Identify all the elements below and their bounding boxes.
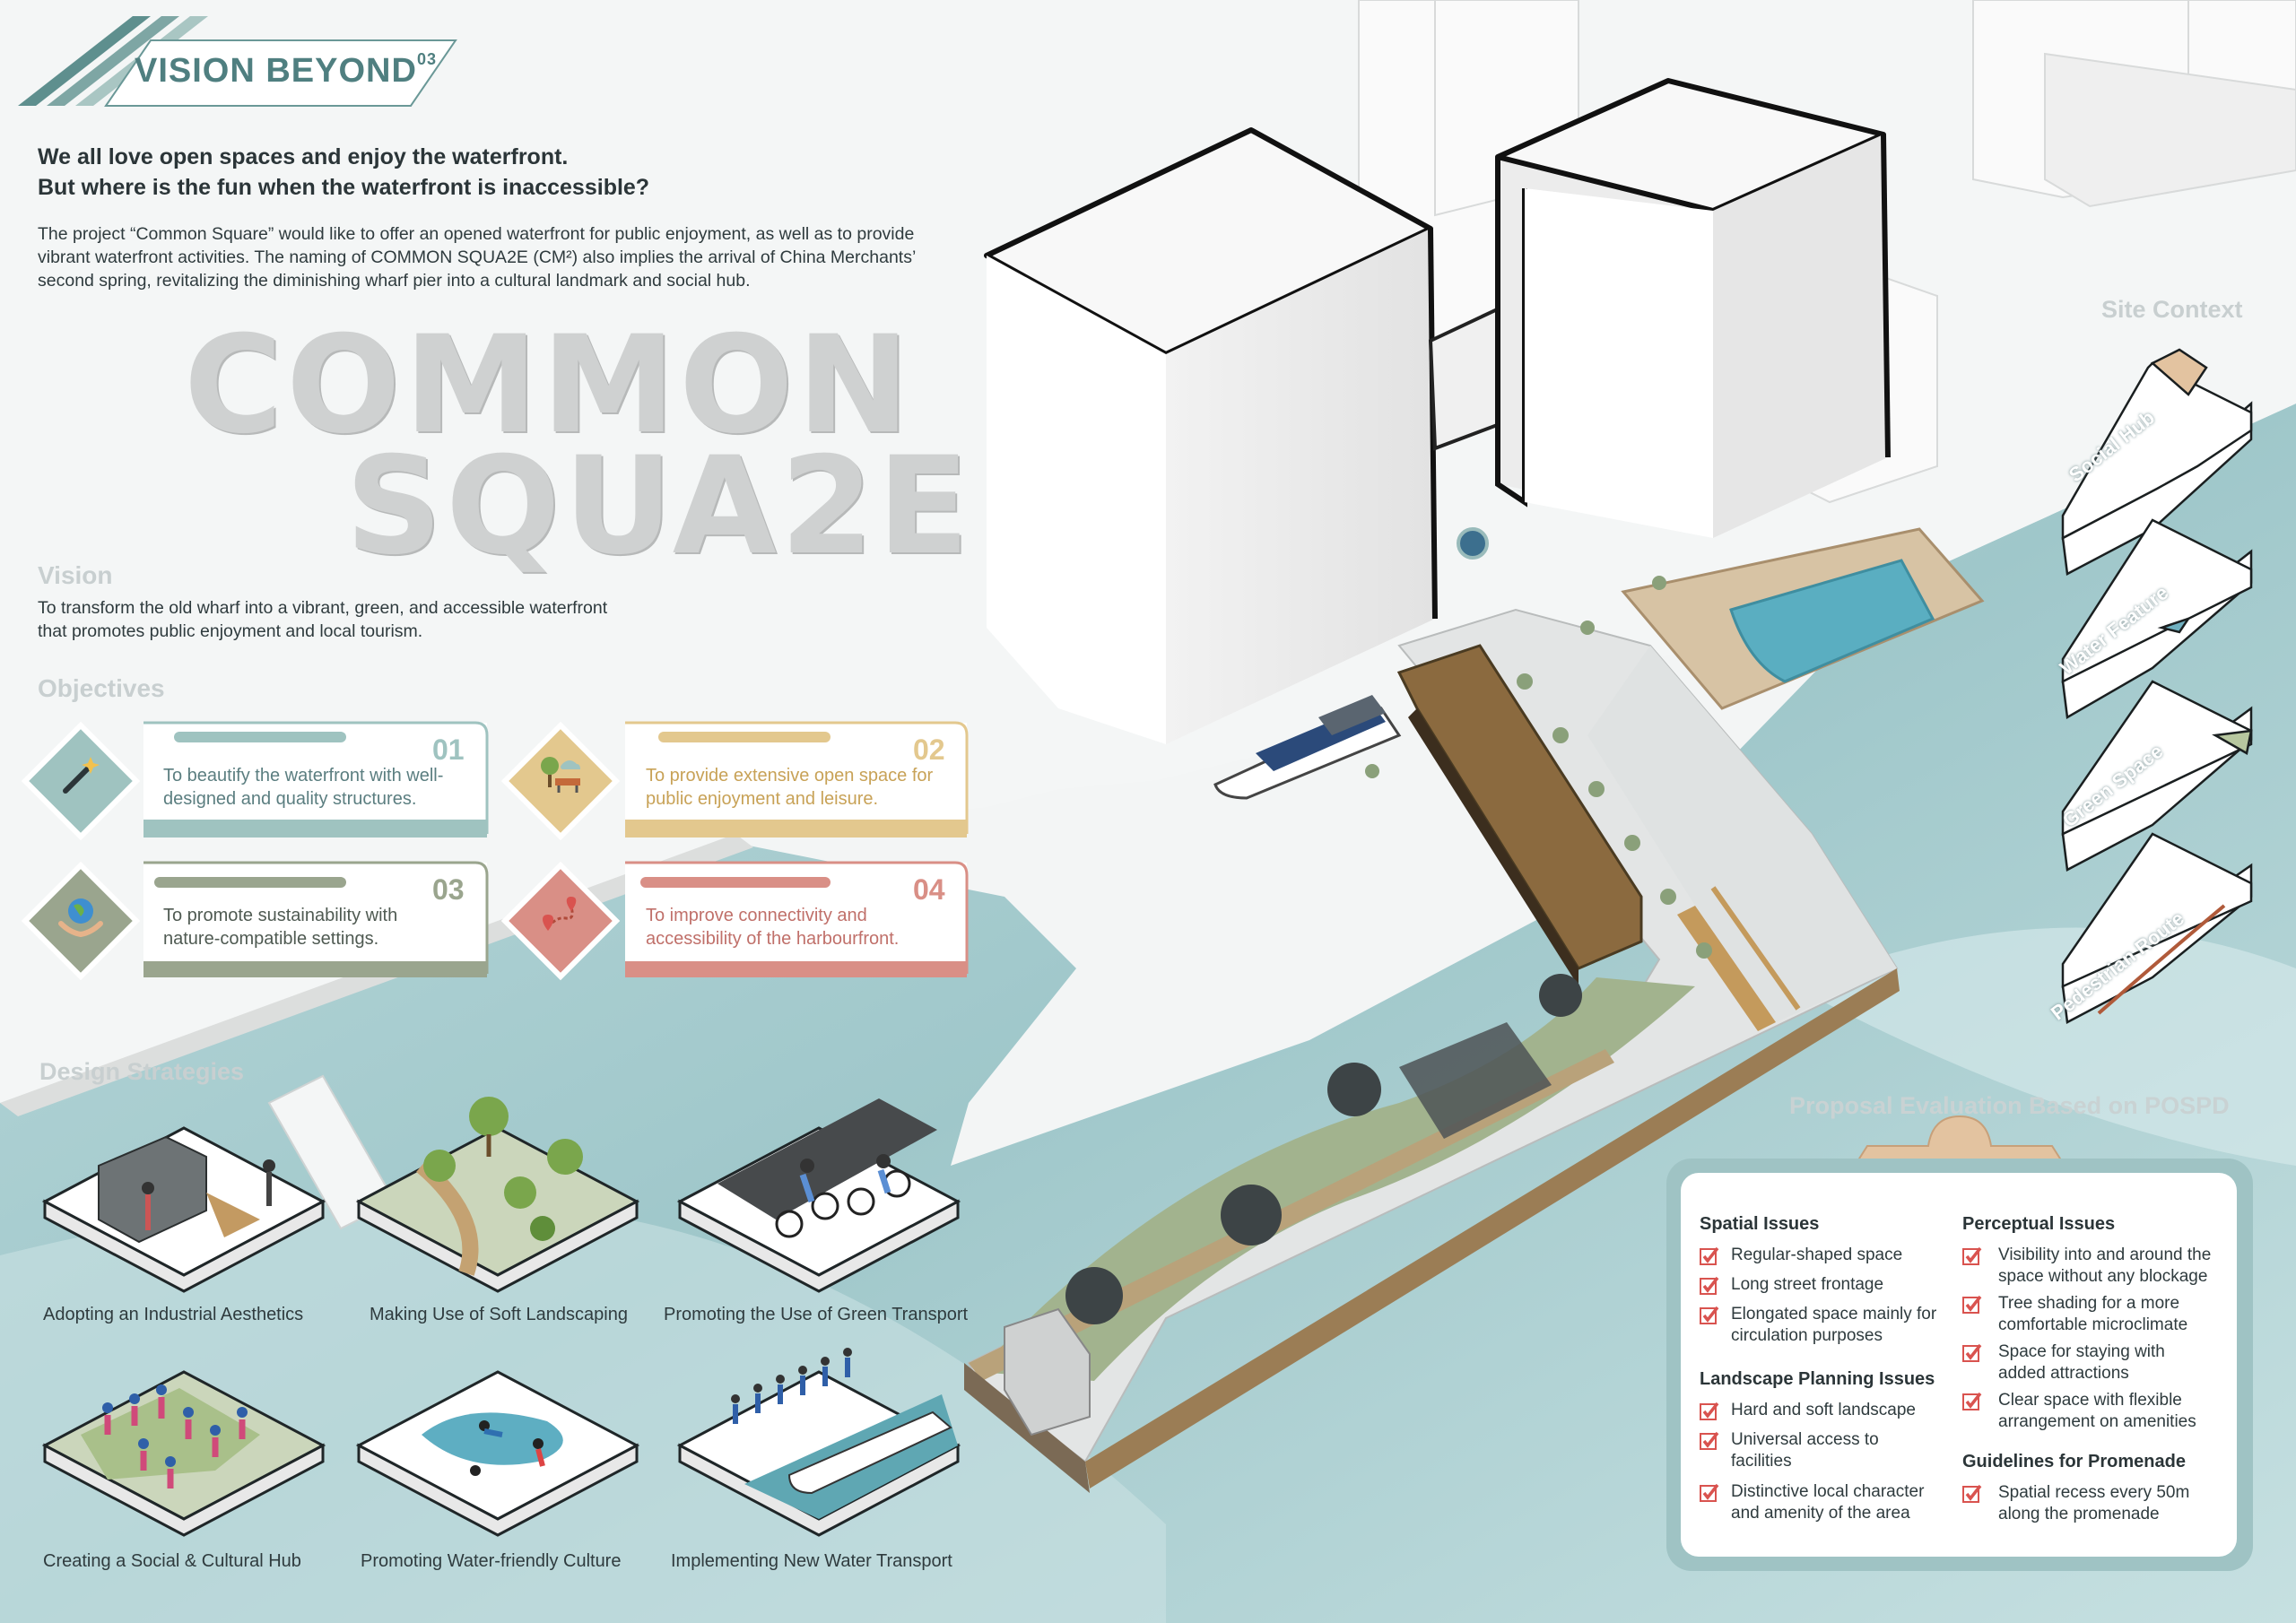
ferry-icon xyxy=(731,1348,958,1519)
crowd-icon xyxy=(81,1384,260,1488)
check-icon xyxy=(1700,1276,1721,1298)
guidelines-title: Guidelines for Promenade xyxy=(1962,1452,2186,1471)
check-icon xyxy=(1962,1343,1984,1365)
guidelines-item-1: Spatial recess every 50m along the prome… xyxy=(1998,1483,2190,1523)
objective-4-text: To improve connectivity and accessibilit… xyxy=(646,906,900,949)
vision-heading: Vision xyxy=(38,561,113,589)
magic-wand-icon xyxy=(57,750,107,800)
objective-1-text: To beautify the waterfront with well-des… xyxy=(163,766,444,809)
trees-icon xyxy=(416,1097,583,1276)
spatial-issues-title: Spatial Issues xyxy=(1700,1214,1820,1234)
strategy-label-6: Implementing New Water Transport xyxy=(671,1551,952,1571)
headline-line-2: But where is the fun when the waterfront… xyxy=(38,175,650,200)
landscape-item-2: Universal access to facilities xyxy=(1731,1430,1879,1471)
perceptual-item-1: Visibility into and around the space wit… xyxy=(1998,1245,2212,1286)
check-icon xyxy=(1962,1295,1984,1316)
page-title-text: VISION BEYOND xyxy=(135,52,417,90)
strategy-label-2: Making Use of Soft Landscaping xyxy=(370,1305,628,1324)
objective-1-number: 01 xyxy=(432,733,465,766)
intro-paragraph: The project “Common Square” would like t… xyxy=(38,224,916,291)
project-title-line-2: SQUA2E xyxy=(345,429,973,585)
bicycle-icon xyxy=(718,1098,937,1238)
site-context-heading: Site Context xyxy=(2101,296,2243,323)
spatial-item-1: Regular-shaped space xyxy=(1731,1245,1903,1264)
evaluation-card xyxy=(1681,1173,2237,1557)
large-trees xyxy=(1065,974,1582,1324)
vision-text: To transform the old wharf into a vibran… xyxy=(38,598,608,641)
strategy-label-1: Adopting an Industrial Aesthetics xyxy=(43,1305,304,1324)
park-bench-icon xyxy=(535,751,586,802)
perceptual-item-4: Clear space with flexible arrangement on… xyxy=(1998,1391,2196,1431)
landscape-issues-title: Landscape Planning Issues xyxy=(1700,1369,1935,1389)
check-icon xyxy=(1962,1392,1984,1413)
check-icon xyxy=(1700,1483,1721,1505)
background-buildings xyxy=(1358,0,2296,504)
project-title-line-1: COMMON xyxy=(184,308,914,464)
tower-left xyxy=(984,127,1438,744)
spatial-item-3: Elongated space mainly for circulation p… xyxy=(1731,1305,1937,1345)
strategy-tiles xyxy=(41,1126,961,1537)
objectives-heading: Objectives xyxy=(38,674,165,702)
check-icon xyxy=(1700,1306,1721,1327)
objective-4-number: 04 xyxy=(913,873,945,906)
tower-right xyxy=(1495,78,1891,538)
container-icon xyxy=(98,1135,275,1244)
strategy-label-4: Creating a Social & Cultural Hub xyxy=(43,1551,301,1571)
swimming-pool xyxy=(1729,559,1935,683)
evaluation-heading: Proposal Evaluation Based on POSPD xyxy=(1789,1092,2230,1119)
objective-2-text: To provide extensive open space for publ… xyxy=(646,766,934,809)
headline-line-1: We all love open spaces and enjoy the wa… xyxy=(38,144,569,169)
objective-cards xyxy=(21,721,969,981)
site-context-diagram xyxy=(2061,348,2253,1024)
earth-hands-icon xyxy=(56,891,106,942)
landscape-item-1: Hard and soft landscape xyxy=(1731,1401,1916,1419)
trees xyxy=(1365,576,1712,959)
objective-2-number: 02 xyxy=(913,733,945,766)
check-icon xyxy=(1700,1431,1721,1453)
page-title: VISION BEYOND03 xyxy=(135,50,437,91)
design-strategies-heading: Design Strategies xyxy=(39,1058,245,1085)
check-icon xyxy=(1962,1246,1984,1268)
strategy-label-3: Promoting the Use of Green Transport xyxy=(664,1305,969,1324)
perceptual-item-3: Space for staying with added attractions xyxy=(1998,1342,2165,1383)
header-banner xyxy=(18,16,457,107)
landscape-item-3: Distinctive local character and amenity … xyxy=(1731,1482,1925,1523)
clipboard-clip xyxy=(1853,1115,2066,1167)
check-icon xyxy=(1700,1246,1721,1268)
plaza-fountain xyxy=(1457,527,1489,560)
perceptual-issues-title: Perceptual Issues xyxy=(1962,1214,2116,1234)
check-icon xyxy=(1700,1402,1721,1423)
ferry-boat xyxy=(1213,695,1402,800)
perceptual-item-2: Tree shading for a more comfortable micr… xyxy=(1998,1294,2188,1334)
spatial-item-2: Long street frontage xyxy=(1731,1275,1884,1294)
objective-3-number: 03 xyxy=(432,873,465,906)
swimming-icon xyxy=(422,1412,563,1476)
objective-3-text: To promote sustainability with nature-co… xyxy=(163,906,398,949)
headline: We all love open spaces and enjoy the wa… xyxy=(38,142,952,203)
check-icon xyxy=(1962,1484,1984,1506)
route-pin-icon xyxy=(535,891,586,942)
strategy-label-5: Promoting Water-friendly Culture xyxy=(361,1551,622,1571)
page-number: 03 xyxy=(416,50,437,68)
